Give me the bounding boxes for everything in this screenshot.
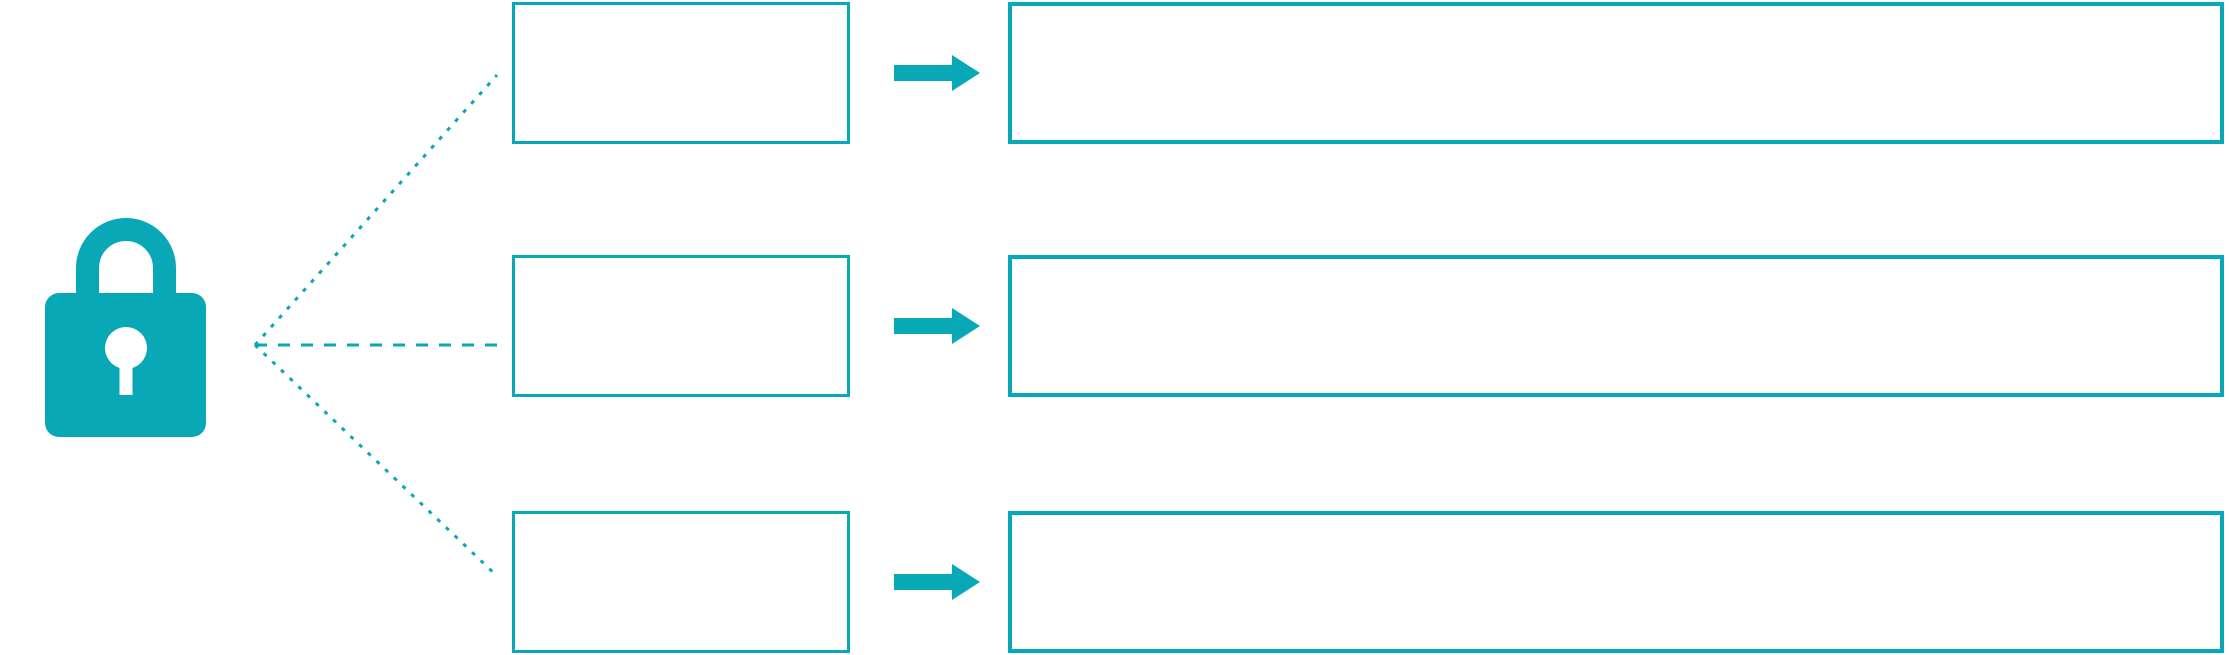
detail-panel-1 <box>1008 2 2224 144</box>
padlock-shackle <box>76 218 176 302</box>
padlock-keyhole <box>105 327 147 369</box>
connector-line-bottom <box>253 343 500 579</box>
detail-panel-3 <box>1008 511 2224 653</box>
connector-line-top <box>253 73 499 347</box>
option-box-3 <box>512 511 850 653</box>
padlock-keyhole-stem <box>119 348 133 395</box>
arrow-right-icon <box>894 308 980 344</box>
detail-panel-2 <box>1008 255 2224 397</box>
padlock-icon <box>45 218 206 437</box>
option-box-2 <box>512 255 850 397</box>
option-box-1 <box>512 2 850 144</box>
padlock-body <box>45 293 206 437</box>
arrow-right-icon <box>894 55 980 91</box>
arrow-right-icon <box>894 564 980 600</box>
